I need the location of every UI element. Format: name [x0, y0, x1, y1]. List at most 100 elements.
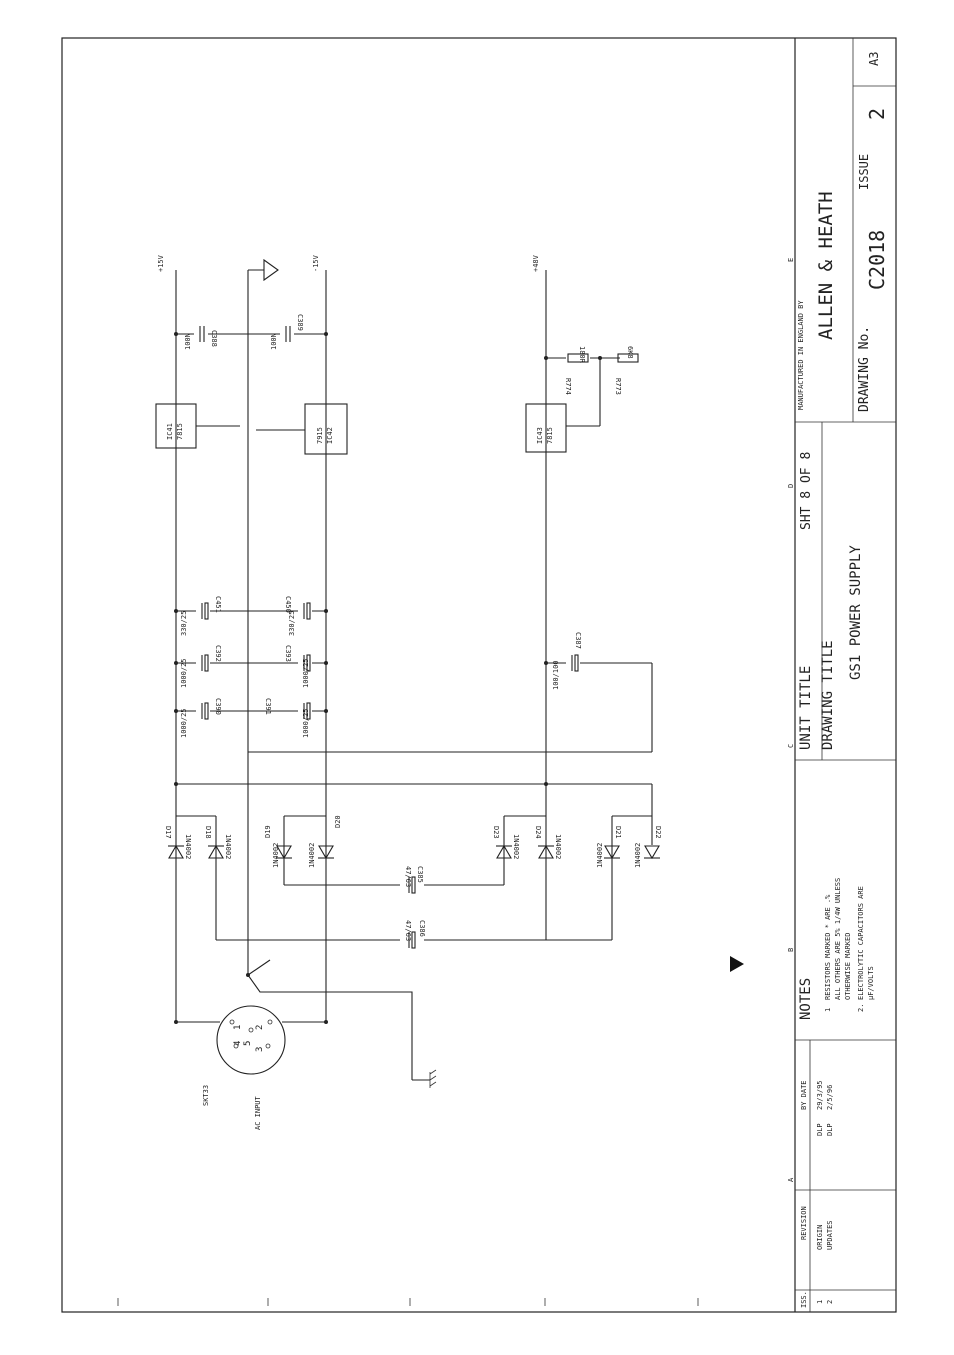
note-1-line-3: OTHERWISE MARKED	[844, 933, 852, 1000]
svg-text:2: 2	[255, 1025, 265, 1030]
note-2-line-1: ELECTROLYTIC CAPACITORS ARE	[857, 886, 865, 1000]
svg-text:7815: 7815	[176, 423, 184, 440]
grid-letter-c: C	[787, 744, 795, 748]
regulator-ic43: IC43 7815	[525, 403, 567, 453]
svg-text:R774: R774	[564, 378, 572, 395]
svg-text:1000/25: 1000/25	[302, 708, 310, 738]
diode-d18: D18 1N4002	[204, 826, 232, 859]
junction-dots	[174, 332, 602, 1024]
svg-text:D23: D23	[492, 826, 500, 839]
drawing-no-label: DRAWING No.	[857, 326, 872, 412]
unit-title-label: UNIT TITLE	[798, 666, 814, 750]
capacitor-c391: 1000/25 C391	[264, 698, 312, 738]
svg-text:330/25: 330/25	[180, 611, 188, 636]
svg-text:D20: D20	[334, 815, 342, 828]
svg-text:1N4002: 1N4002	[554, 834, 562, 859]
svg-text:1000/25: 1000/25	[180, 658, 188, 688]
svg-text:C391: C391	[264, 698, 272, 715]
svg-text:C390: C390	[214, 698, 222, 715]
revision-row-1-by: DLP	[816, 1123, 824, 1136]
revision-row-1-desc: ORIGIN	[816, 1225, 824, 1250]
svg-text:IC42: IC42	[326, 427, 334, 444]
svg-text:100N: 100N	[270, 333, 278, 350]
svg-text:330/25: 330/25	[288, 611, 296, 636]
diode-d17: D17 1N4002	[164, 826, 192, 859]
grid-letter-d: D	[787, 484, 795, 488]
revision-row-2-date: 2/5/96	[826, 1085, 834, 1110]
manufactured-label: MANUFACTURED IN ENGLAND BY	[797, 300, 805, 410]
svg-text:1N4002: 1N4002	[634, 843, 642, 868]
sheet-number: SHT 8 OF 8	[799, 452, 814, 530]
svg-text:1N4002: 1N4002	[184, 834, 192, 859]
svg-text:D24: D24	[534, 826, 542, 839]
grid-letter-b: B	[787, 948, 795, 952]
svg-text:D19: D19	[264, 825, 272, 838]
svg-text:1N4002: 1N4002	[596, 843, 604, 868]
svg-text:47/63: 47/63	[404, 866, 412, 887]
svg-text:1N4002: 1N4002	[224, 834, 232, 859]
capacitor-c388: 100N C388	[184, 326, 218, 350]
svg-text:47/63: 47/63	[404, 920, 412, 941]
svg-text:D22: D22	[654, 826, 662, 839]
title-block: MANUFACTURED IN ENGLAND BY ALLEN & HEATH…	[787, 38, 896, 1312]
sheet-size: A3	[867, 52, 881, 66]
svg-text:1000/25: 1000/25	[180, 708, 188, 738]
socket-ref: SKT33	[202, 1085, 210, 1106]
drawing-title: GS1 POWER SUPPLY	[848, 545, 864, 680]
svg-text:7815: 7815	[546, 427, 554, 444]
edge-ticks	[117, 1298, 699, 1306]
rail-label-m15: -15V	[312, 254, 320, 272]
company-name: ALLEN & HEATH	[815, 191, 837, 340]
grid-letter-a: A	[787, 1177, 795, 1182]
diode-d20: 1N4002 D20	[308, 815, 342, 868]
issue-label: ISSUE	[857, 154, 871, 190]
socket-name: AC INPUT	[254, 1095, 262, 1130]
schematic-wires	[175, 258, 653, 1088]
note-2-line-2: μF/VOLTS	[867, 966, 875, 1000]
marker-triangle-icon	[730, 956, 744, 972]
revision-iss-header: ISS.	[800, 1291, 808, 1308]
capacitor-c386: C386 47/63	[402, 920, 426, 949]
capacitor-c387: 100/100 C387	[552, 632, 582, 690]
svg-text:C387: C387	[574, 632, 582, 649]
note-1-line-1: RESISTORS MARKED * ARE .%	[824, 894, 832, 1000]
svg-text:D17: D17	[164, 826, 172, 839]
sheet-border	[61, 37, 897, 1313]
capacitor-c450: 330/25 C450	[284, 596, 312, 636]
svg-text:C386: C386	[418, 920, 426, 937]
regulator-ic41: IC41 7815	[155, 403, 197, 449]
svg-text:180R: 180R	[578, 346, 586, 364]
svg-text:C389: C389	[296, 314, 304, 331]
note-1-number: 1	[824, 1008, 832, 1012]
capacitor-c451: 330/25 C451	[180, 596, 222, 636]
notes-heading: NOTES	[798, 978, 814, 1020]
svg-text:6K8: 6K8	[626, 346, 634, 359]
rail-label-p48: +48V	[532, 254, 540, 272]
svg-text:3: 3	[255, 1047, 265, 1052]
rail-label-p15: +15V	[157, 254, 165, 272]
grid-letter-e: E	[787, 258, 795, 262]
revision-row-2-iss: 2	[826, 1300, 834, 1304]
svg-text:IC43: IC43	[536, 427, 544, 444]
svg-text:1N4002: 1N4002	[272, 843, 280, 868]
diode-d23: D23 1N4002	[492, 826, 520, 859]
note-2-number: 2.	[857, 1004, 865, 1012]
svg-text:1N4002: 1N4002	[308, 843, 316, 868]
svg-text:C388: C388	[210, 330, 218, 347]
diode-d19: 1N4002 D19	[264, 825, 292, 868]
diode-d24: D24 1N4002	[534, 826, 562, 859]
revision-row-1-iss: 1	[816, 1300, 824, 1304]
svg-text:D18: D18	[204, 826, 212, 839]
svg-text:C393: C393	[284, 645, 292, 662]
capacitor-c390: 1000/25 C390	[180, 698, 222, 738]
svg-text:5: 5	[243, 1041, 253, 1046]
svg-text:100N: 100N	[184, 333, 192, 350]
revision-row-2-desc: UPDATES	[826, 1220, 834, 1250]
svg-text:C450: C450	[284, 596, 292, 613]
issue-number: 2	[865, 108, 889, 120]
note-1-line-2: ALL OTHERS ARE 5% 1/4W UNLESS	[834, 878, 842, 1000]
svg-text:4: 4	[233, 1041, 243, 1046]
svg-text:C385: C385	[416, 866, 424, 883]
